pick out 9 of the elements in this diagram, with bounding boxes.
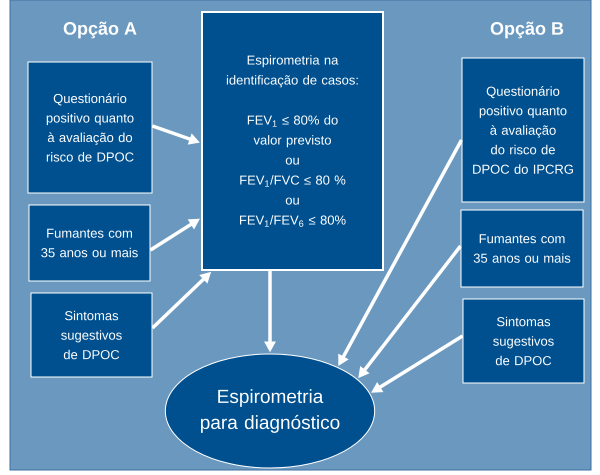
- criteria-box: Espirometria na identificação de casos: FEV$_{1}$ ≤ 80% do valor previsto ou FEV$_{1}$/FVC ≤ 80 % ou FEV$_{1}$/FEV$_{6}$ ≤ 80%: [201, 11, 384, 271]
- criterion-box: Questionário positivo quanto à avaliação do risco de DPOC do IPCRG: [462, 58, 584, 202]
- option-heading: Opção B: [490, 22, 564, 38]
- criterion-box: Questionário positivo quanto à avaliação do risco de DPOC: [28, 62, 152, 194]
- option-heading: Opção A: [64, 22, 137, 38]
- criterion-box: Sintomas sugestivos de DPOC: [462, 298, 584, 384]
- criterion-box: Fumantes com 35 anos ou mais: [460, 210, 584, 288]
- criterion-box: Fumantes com 35 anos ou mais: [28, 204, 150, 282]
- criterion-box: Sintomas sugestivos de DPOC: [30, 292, 152, 378]
